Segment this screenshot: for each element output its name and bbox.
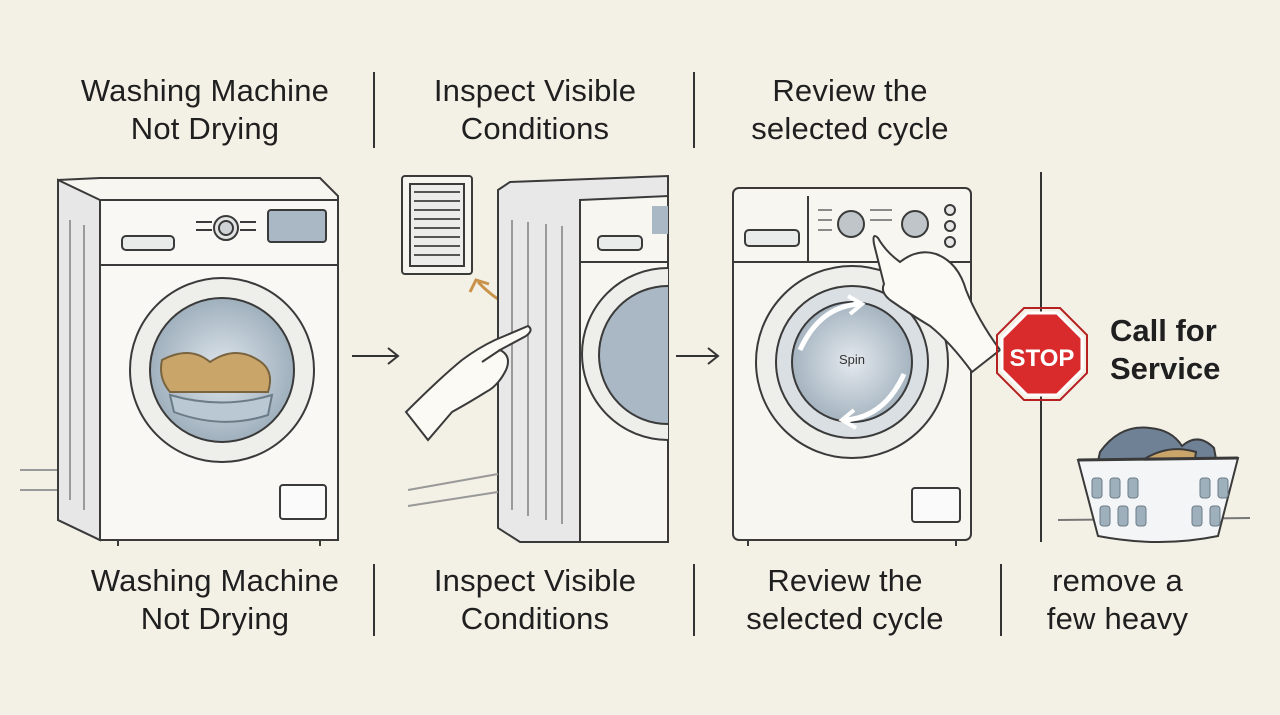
bottom-label-step-2-line1: Inspect Visible: [433, 563, 637, 598]
top-label-step-1-line2: Not Drying: [130, 111, 280, 146]
bottom-separator-3: [1000, 564, 1002, 636]
top-label-step-3: Review the selected cycle: [720, 72, 980, 148]
bottom-label-step-4-line1: remove a: [1052, 563, 1183, 598]
top-label-step-3-line1: Review the: [772, 73, 928, 108]
call-for-service-line1: Call for: [1110, 313, 1217, 348]
bottom-label-step-1-line1: Washing Machine: [90, 563, 340, 598]
spin-label: Spin: [839, 352, 865, 367]
washer-2: [407, 174, 669, 543]
bottom-label-step-3: Review the selected cycle: [715, 562, 975, 638]
stop-sign-text: STOP: [1010, 345, 1075, 372]
call-for-service-label: Call for Service: [1110, 312, 1220, 388]
bottom-label-step-4: remove a few heavy: [1025, 562, 1210, 638]
top-label-step-1: Washing Machine Not Drying: [60, 72, 350, 148]
top-label-step-1-line1: Washing Machine: [80, 73, 330, 108]
pointing-hand-2: [872, 235, 1002, 374]
bottom-label-step-4-line2: few heavy: [1046, 601, 1189, 636]
vent-grille: [401, 175, 473, 275]
bottom-label-step-1-line2: Not Drying: [140, 601, 290, 636]
bottom-label-step-2: Inspect Visible Conditions: [400, 562, 670, 638]
bottom-label-step-3-line1: Review the: [767, 563, 923, 598]
bottom-label-step-3-line2: selected cycle: [746, 601, 944, 636]
laundry-basket-icon: [1057, 426, 1251, 543]
bottom-separator-2: [693, 564, 695, 636]
arrow-1: [352, 347, 400, 365]
bottom-label-step-2-line2: Conditions: [460, 601, 610, 636]
washer-1: [20, 177, 339, 546]
top-label-step-2-line2: Conditions: [460, 111, 610, 146]
call-for-service-line2: Service: [1110, 351, 1221, 386]
top-label-step-3-line2: selected cycle: [751, 111, 949, 146]
top-separator-2: [693, 72, 695, 148]
arrow-2: [676, 347, 720, 365]
washer-3: [732, 187, 972, 546]
stop-sign-icon: [996, 307, 1088, 401]
bottom-separator-1: [373, 564, 375, 636]
bottom-label-step-1: Washing Machine Not Drying: [70, 562, 360, 638]
top-separator-1: [373, 72, 375, 148]
top-label-step-2: Inspect Visible Conditions: [400, 72, 670, 148]
pointing-hand-1: [404, 324, 532, 442]
top-label-step-2-line1: Inspect Visible: [433, 73, 637, 108]
